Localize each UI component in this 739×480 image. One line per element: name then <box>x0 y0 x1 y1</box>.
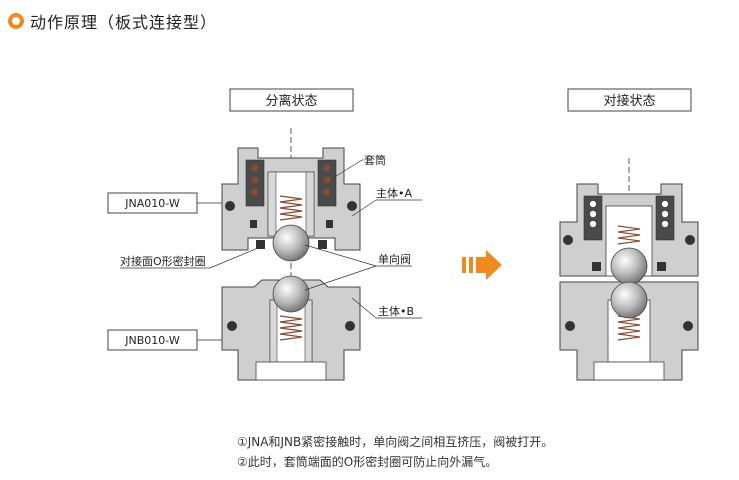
body-a-separated <box>221 147 361 251</box>
body-b-separated <box>221 279 361 381</box>
model-box-b: JNB010-W <box>107 329 222 351</box>
sleeve-label: 套筒 <box>364 153 386 167</box>
callout-sleeve: 套筒 <box>332 153 386 179</box>
note-1: ①JNA和JNB紧密接触时，单向阀之间相互挤压，阀被打开。 <box>237 435 554 449</box>
callout-body-b: 主体•B <box>351 297 422 319</box>
connected-assembly <box>559 183 699 381</box>
title-bar: 动作原理（板式连接型） <box>8 8 217 34</box>
check-valve-ball-a <box>272 224 310 262</box>
part-b-model: JNB010-W <box>124 334 180 347</box>
separated-state-box: 分离状态 <box>229 88 354 112</box>
circle-bullet-icon <box>8 13 24 29</box>
callout-body-a: 主体•A <box>351 186 422 217</box>
page-title: 动作原理（板式连接型） <box>30 13 218 32</box>
model-box-a: JNA010-W <box>107 192 222 214</box>
connected-valve-ball-a <box>610 247 648 285</box>
check-valve-label: 单向阀 <box>378 252 411 266</box>
connected-state-box: 对接状态 <box>567 88 692 112</box>
callout-o-ring: 对接面O形密封圈 <box>120 247 259 269</box>
o-ring-label: 对接面O形密封圈 <box>120 254 206 268</box>
callout-check-valve: 单向阀 <box>304 244 412 291</box>
body-b-label: 主体•B <box>378 304 414 318</box>
body-a-label: 主体•A <box>376 186 412 200</box>
note-2: ②此时，套筒端面的O形密封圈可防止向外漏气。 <box>237 455 498 469</box>
separated-state-label: 分离状态 <box>265 93 317 109</box>
part-a-model: JNA010-W <box>124 197 180 210</box>
connected-valve-ball-b <box>610 281 648 319</box>
connected-state-label: 对接状态 <box>603 93 655 109</box>
double-bar-arrow-icon <box>462 250 502 280</box>
check-valve-ball-b <box>272 275 310 313</box>
